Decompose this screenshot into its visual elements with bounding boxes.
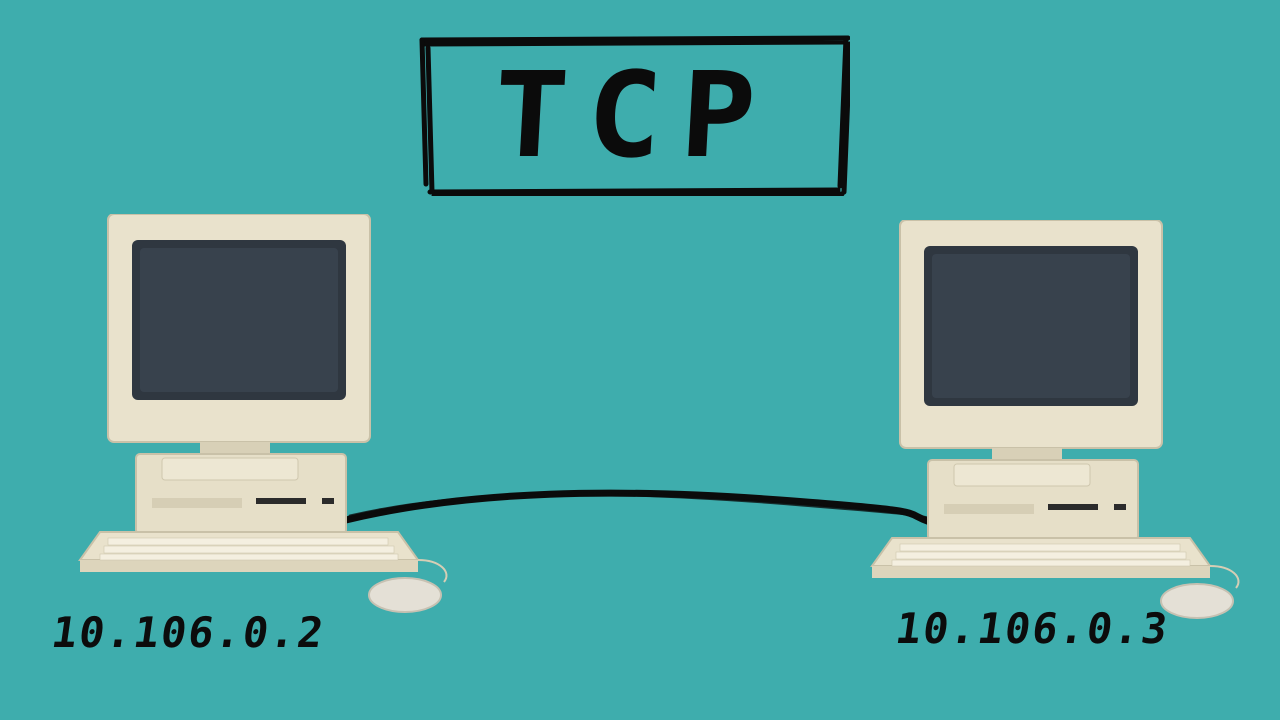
- computer-left: [78, 214, 448, 613]
- title-text: TCP: [489, 46, 779, 184]
- title-box: TCP: [418, 34, 850, 196]
- title-frame: [419, 35, 850, 196]
- computer-right: [870, 220, 1240, 619]
- ip-label-left: 10.106.0.2: [48, 608, 329, 657]
- ip-label-right: 10.106.0.3: [892, 604, 1173, 653]
